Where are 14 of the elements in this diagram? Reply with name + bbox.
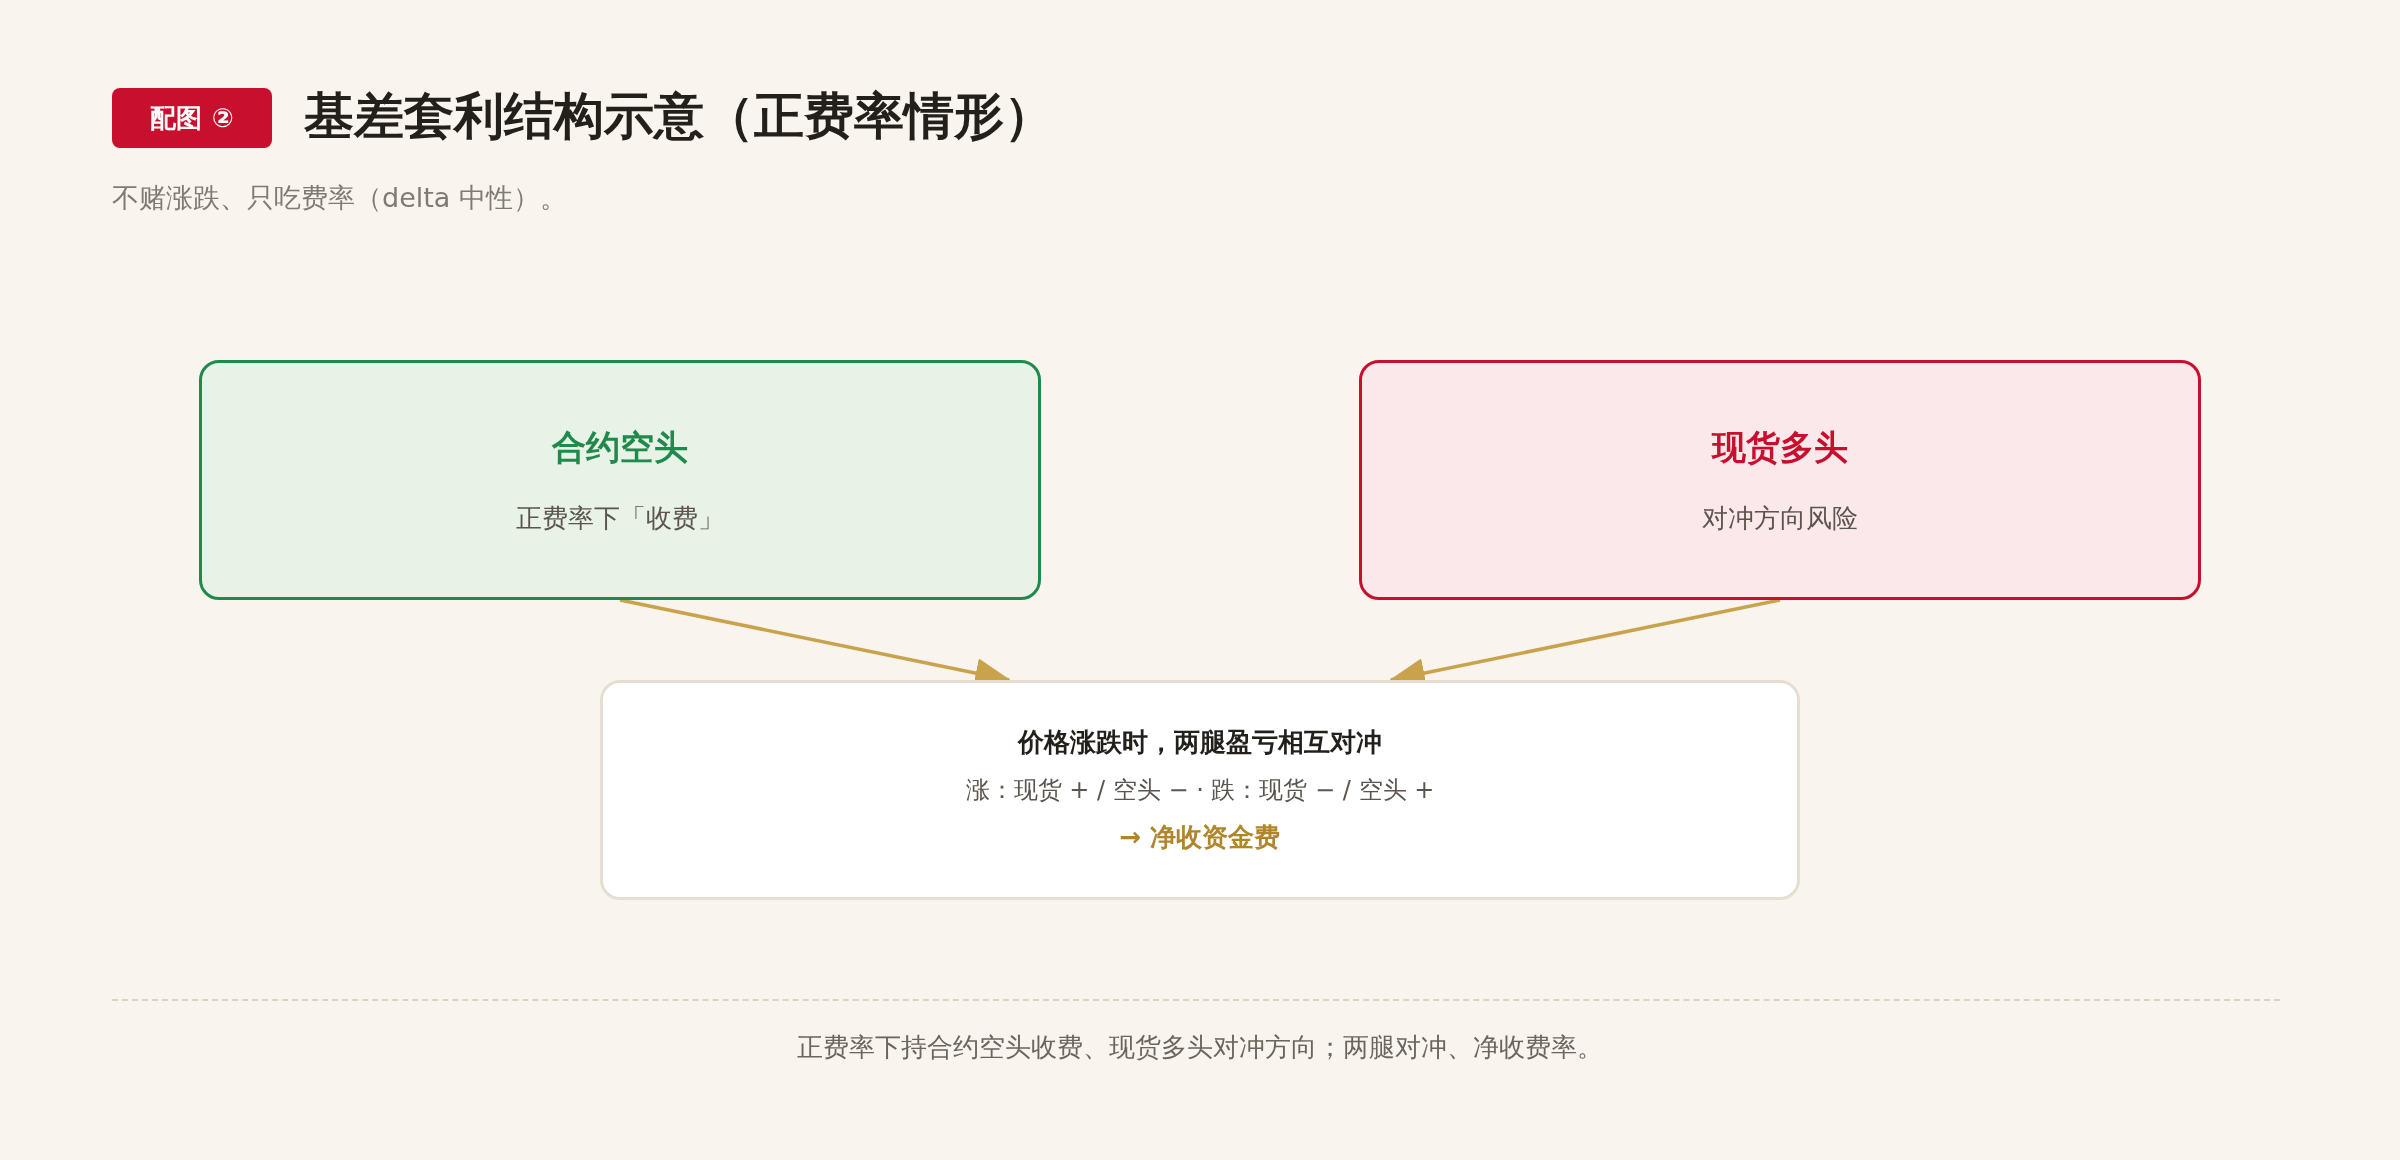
box-heading: 合约空头	[552, 425, 688, 469]
process-box	[1359, 360, 2201, 600]
box-heading: 价格涨跌时，两腿盈亏相互对冲	[1018, 726, 1382, 759]
box-heading: 现货多头	[1712, 425, 1848, 469]
diagram-title: 基差套利结构示意（正费率情形）	[304, 86, 1054, 147]
result-text: → 净收资金费	[1119, 821, 1281, 854]
box-text: 涨：现货 + / 空头 − · 跌：现货 − / 空头 +	[965, 775, 1435, 806]
box-text: 对冲方向风险	[1702, 501, 1858, 535]
caption: 正费率下持合约空头收费、现货多头对冲方向；两腿对冲、净收费率。	[796, 1031, 1604, 1064]
process-box	[199, 360, 1041, 600]
process-box	[600, 680, 1800, 900]
subtitle: 不赌涨跌、只吃费率（delta 中性）。	[112, 181, 567, 215]
box-text: 正费率下「收费」	[516, 501, 724, 535]
figure-badge: 配图 ②	[112, 88, 272, 148]
